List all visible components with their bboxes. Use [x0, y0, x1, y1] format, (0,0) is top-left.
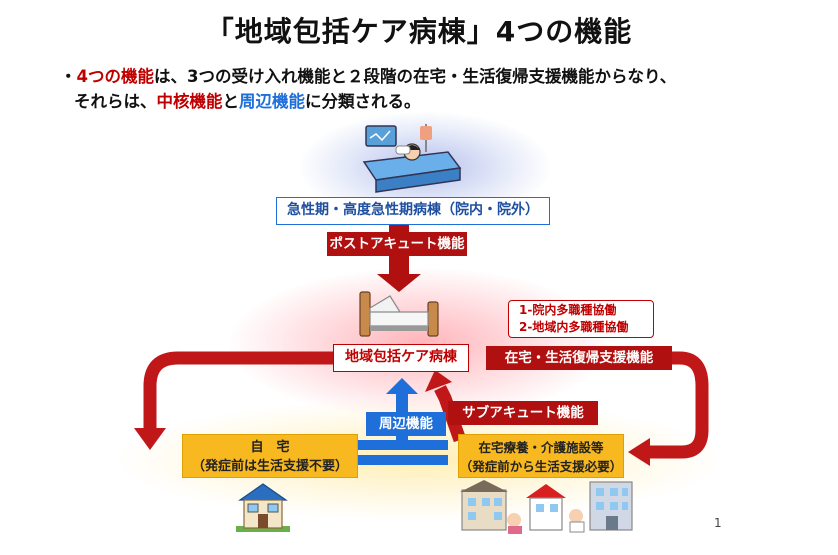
home-subtitle: （発症前は生活支援不要） [191, 459, 348, 474]
bullet: ・ [60, 67, 77, 86]
facility-buildings-icon [460, 480, 633, 534]
page-number: 1 [714, 516, 722, 530]
four-functions-text: 4つの機能 [76, 67, 154, 86]
community-care-ward-box: 地域包括ケア病棟 [333, 344, 469, 372]
right-return-arrow [650, 351, 709, 459]
description-line-1: ・4つの機能は、3つの受け入れ機能と２段階の在宅・生活復帰支援機能からなり、 [60, 64, 676, 89]
sub-acute-tag: サブアキュート機能 [448, 401, 598, 425]
facility-subtitle: （発症前から生活支援必要） [459, 459, 623, 474]
peripheral-functions-text: 周辺機能 [239, 92, 305, 111]
home-box: 自 宅 （発症前は生活支援不要） [182, 434, 358, 478]
facility-title: 在宅療養・介護施設等 [478, 440, 604, 455]
hospital-bed-icon [359, 291, 439, 337]
community-ward-glow [230, 268, 610, 418]
left-return-arrow [143, 351, 333, 430]
description-line-2: それらは、中核機能と周辺機能に分類される。 [60, 89, 676, 114]
home-return-tag: 在宅・生活復帰支援機能 [486, 346, 672, 370]
collaboration-box: 1-院内多職種協働 2-地域内多職種協働 [508, 300, 654, 338]
collaboration-item-1: 1-院内多職種協働 [519, 303, 617, 317]
slide-title: 「地域包括ケア病棟」4つの機能 [205, 15, 633, 48]
description-line2-prefix: それらは、 [74, 92, 157, 111]
house-icon [236, 483, 290, 532]
sub-acute-arrow [434, 385, 467, 443]
home-title: 自 宅 [250, 440, 290, 455]
and-text: と [222, 92, 240, 111]
right-return-arrowhead [628, 438, 650, 466]
patient-bed-icon [362, 124, 462, 193]
sub-acute-arrowhead [425, 370, 452, 392]
post-acute-tag: ポストアキュート機能 [327, 232, 467, 256]
description-line1-rest: は、3つの受け入れ機能と２段階の在宅・生活復帰支援機能からなり、 [153, 67, 677, 86]
slide-description: ・4つの機能は、3つの受け入れ機能と２段階の在宅・生活復帰支援機能からなり、 そ… [60, 64, 676, 114]
core-functions-text: 中核機能 [156, 92, 223, 111]
left-return-arrowhead [134, 428, 166, 450]
acute-ward-box: 急性期・高度急性期病棟（院内・院外） [276, 197, 550, 225]
peripheral-tag: 周辺機能 [366, 412, 446, 436]
facility-box: 在宅療養・介護施設等 （発症前から生活支援必要） [458, 434, 624, 478]
collaboration-item-2: 2-地域内多職種協働 [519, 320, 629, 334]
description-line2-suffix: に分類される。 [305, 92, 421, 111]
